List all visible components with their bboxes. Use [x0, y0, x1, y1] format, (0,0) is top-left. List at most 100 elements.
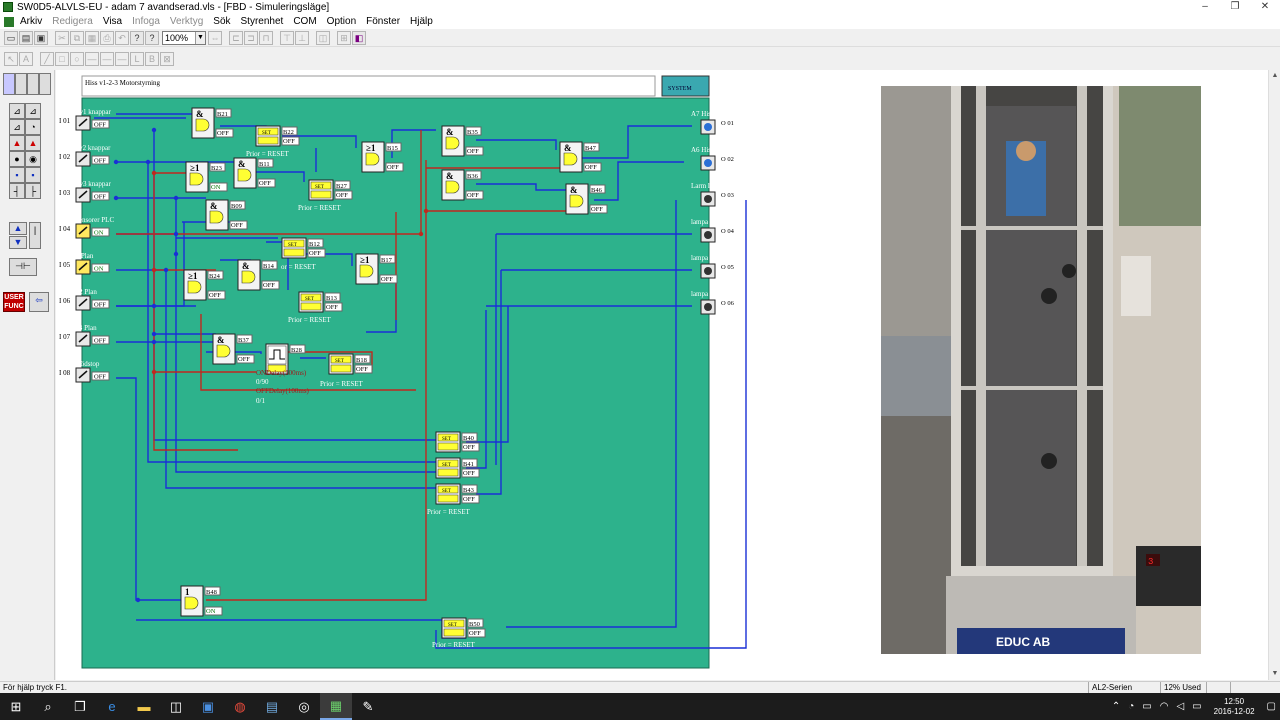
- connector-x-icon[interactable]: ⊠: [160, 51, 174, 66]
- menu-visa[interactable]: Visa: [102, 16, 123, 27]
- battery-icon[interactable]: ▭: [1142, 701, 1152, 712]
- connector-l-icon[interactable]: L: [130, 51, 144, 66]
- hline3-tool-icon[interactable]: —: [115, 51, 129, 66]
- connect-icon[interactable]: ⊣⊢: [9, 258, 37, 276]
- zoom-select[interactable]: 100% ▼: [162, 31, 206, 45]
- undo-icon[interactable]: ↶: [115, 31, 129, 45]
- document-icon[interactable]: [4, 16, 14, 27]
- palette-tab-icon[interactable]: [3, 73, 15, 95]
- palette-tab2-icon[interactable]: [15, 73, 27, 95]
- zoom-fit-icon[interactable]: ⇔: [208, 31, 222, 45]
- scroll-up-icon[interactable]: ▲: [1271, 72, 1279, 79]
- menu-option[interactable]: Option: [326, 16, 357, 27]
- align-top-icon[interactable]: ⊤: [280, 31, 294, 45]
- set-block-icon[interactable]: ▲: [9, 135, 25, 151]
- output-block-icon[interactable]: ⊿: [25, 103, 41, 119]
- paste-icon[interactable]: ▦: [85, 31, 99, 45]
- align-center-icon[interactable]: ⊐: [244, 31, 258, 45]
- lamp-block-icon[interactable]: ◉: [25, 151, 41, 167]
- task-view-icon[interactable]: ❐: [74, 698, 86, 714]
- new-file-icon[interactable]: ▭: [4, 31, 18, 45]
- copy-icon[interactable]: ⧉: [70, 31, 84, 45]
- photos-icon[interactable]: ▣: [201, 698, 215, 714]
- clock[interactable]: 12:50 2016-12-02: [1214, 697, 1255, 717]
- link-block-icon[interactable]: ┤: [9, 183, 25, 199]
- hline2-tool-icon[interactable]: —: [100, 51, 114, 66]
- link-out-block-icon[interactable]: ├: [25, 183, 41, 199]
- simulation-icon[interactable]: ◧: [352, 31, 366, 45]
- palette-tab3-icon[interactable]: [27, 73, 39, 95]
- align-right-icon[interactable]: ⊓: [259, 31, 273, 45]
- menu-fonster[interactable]: Fönster: [366, 16, 401, 27]
- vertical-scrollbar[interactable]: ▲ ▼: [1268, 70, 1280, 680]
- chevron-up-icon[interactable]: ⌃: [1111, 701, 1121, 712]
- block-b28[interactable]: B28: [265, 343, 306, 375]
- close-button[interactable]: ✕: [1260, 1, 1270, 12]
- analog-block-icon[interactable]: ▪: [9, 167, 25, 183]
- app-icon-1[interactable]: ▤: [265, 698, 279, 714]
- print-icon[interactable]: ⎙: [100, 31, 114, 45]
- alvls-app-icon[interactable]: ▦: [320, 693, 352, 720]
- input-block-icon[interactable]: ⊿: [9, 103, 25, 119]
- wifi-icon[interactable]: ◠: [1159, 701, 1169, 712]
- chevron-down-icon[interactable]: ▼: [195, 32, 205, 44]
- notification-icon[interactable]: ▢: [1266, 701, 1276, 712]
- start-icon[interactable]: ⊞: [10, 698, 22, 714]
- menu-redigera[interactable]: Redigera: [52, 16, 93, 27]
- context-help-icon[interactable]: ?: [145, 31, 159, 45]
- menu-sok[interactable]: Sök: [213, 16, 231, 27]
- help-icon[interactable]: ?: [130, 31, 144, 45]
- display-block-icon[interactable]: ◔: [25, 119, 41, 135]
- rect-tool-icon[interactable]: □: [55, 51, 69, 66]
- minimize-button[interactable]: –: [1202, 1, 1208, 12]
- grid-icon[interactable]: ⊞: [337, 31, 351, 45]
- edge-icon[interactable]: e: [108, 699, 116, 714]
- app-icon-3[interactable]: ✎: [362, 698, 374, 714]
- arrow-down-icon[interactable]: ▼: [9, 236, 27, 249]
- search-icon[interactable]: ⌕: [44, 698, 52, 714]
- menu-hjalp[interactable]: Hjälp: [410, 16, 433, 27]
- restore-button[interactable]: ❐: [1230, 1, 1240, 12]
- connector-b-icon[interactable]: B: [145, 51, 159, 66]
- network-icon[interactable]: ◔: [1128, 701, 1135, 712]
- align-left-icon[interactable]: ⊏: [229, 31, 243, 45]
- fbd-diagram[interactable]: Hiss v1-2-3 Motorstyrning SYSTEM: [56, 70, 1268, 680]
- menu-com[interactable]: COM: [293, 16, 317, 27]
- menu-infoga[interactable]: Infoga: [132, 16, 160, 27]
- palette-tab4-icon[interactable]: [39, 73, 51, 95]
- arrow-up-icon[interactable]: ▲: [9, 222, 27, 235]
- scroll-down-icon[interactable]: ▼: [1271, 670, 1279, 677]
- text-tool-icon[interactable]: A: [19, 51, 33, 66]
- hline-tool-icon[interactable]: —: [85, 51, 99, 66]
- key-block-icon[interactable]: ⊿: [9, 119, 25, 135]
- align-bottom-icon[interactable]: ⊥: [295, 31, 309, 45]
- system-bit-button[interactable]: [661, 75, 710, 97]
